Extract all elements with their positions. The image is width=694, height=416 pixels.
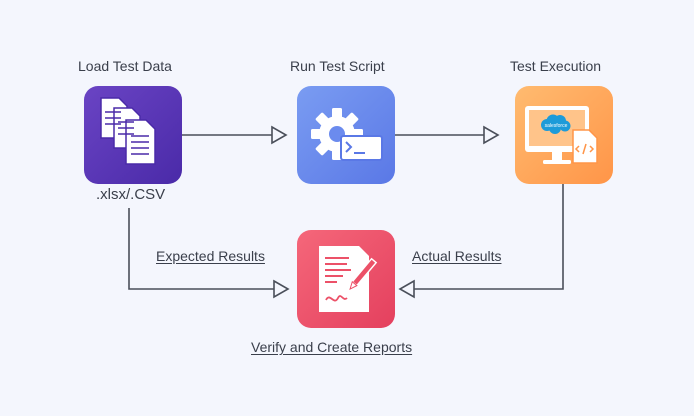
run-test-script-title: Run Test Script xyxy=(290,58,385,74)
verify-reports-title: Verify and Create Reports xyxy=(251,339,413,355)
test-execution-title: Test Execution xyxy=(510,58,602,74)
expected-results-label: Expected Results xyxy=(156,248,265,264)
report-sign-icon xyxy=(319,246,378,312)
test-execution-tile: salesforce xyxy=(515,86,613,184)
gear-terminal-icon xyxy=(311,108,383,161)
run-test-script-tile xyxy=(297,86,395,184)
arrow-exec-to-verify xyxy=(414,184,564,290)
documents-icon xyxy=(100,97,156,165)
arrowhead-load-to-run xyxy=(271,125,288,145)
salesforce-monitor-icon: salesforce xyxy=(525,106,598,164)
arrow-load-to-verify xyxy=(128,208,274,290)
load-test-data-title: Load Test Data xyxy=(78,58,172,74)
actual-results-label: Actual Results xyxy=(412,248,502,264)
arrowhead-run-to-exec xyxy=(483,125,500,145)
salesforce-logo-text: salesforce xyxy=(545,123,568,129)
load-test-data-tile xyxy=(84,86,182,184)
verify-reports-tile xyxy=(297,230,395,328)
arrowhead-exec-to-verify xyxy=(398,279,415,299)
file-format-caption: .xlsx/.CSV xyxy=(96,186,166,203)
arrowhead-load-to-verify xyxy=(273,279,290,299)
